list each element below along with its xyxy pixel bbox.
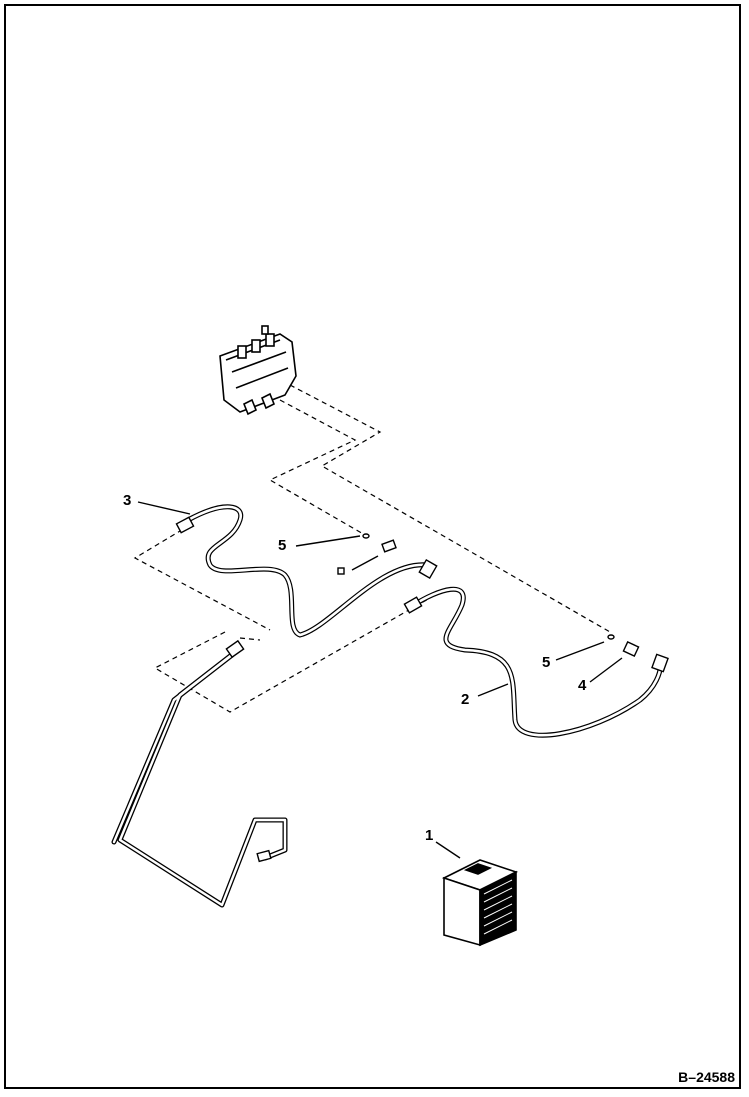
- manual-box-icon: [441, 859, 519, 947]
- callout-3: 3: [123, 492, 132, 509]
- control-valve-icon: [219, 325, 297, 416]
- figure-id: B–24588: [678, 1069, 735, 1085]
- callout-5-right: 5: [542, 654, 551, 671]
- adapter-fitting-icon: [337, 539, 640, 657]
- callout-5-left: 5: [278, 537, 287, 554]
- fitting-icon: [175, 516, 438, 580]
- page-frame: [4, 4, 741, 1089]
- callout-4: 4: [578, 677, 587, 694]
- o-ring-icon: [362, 533, 615, 640]
- assembly-guide-lines: [133, 384, 611, 713]
- callout-1: 1: [425, 827, 434, 844]
- leader-lines: [137, 501, 623, 859]
- tube-line-icon: [111, 647, 288, 908]
- callout-2: 2: [461, 691, 470, 708]
- hose-right-icon: [409, 586, 663, 738]
